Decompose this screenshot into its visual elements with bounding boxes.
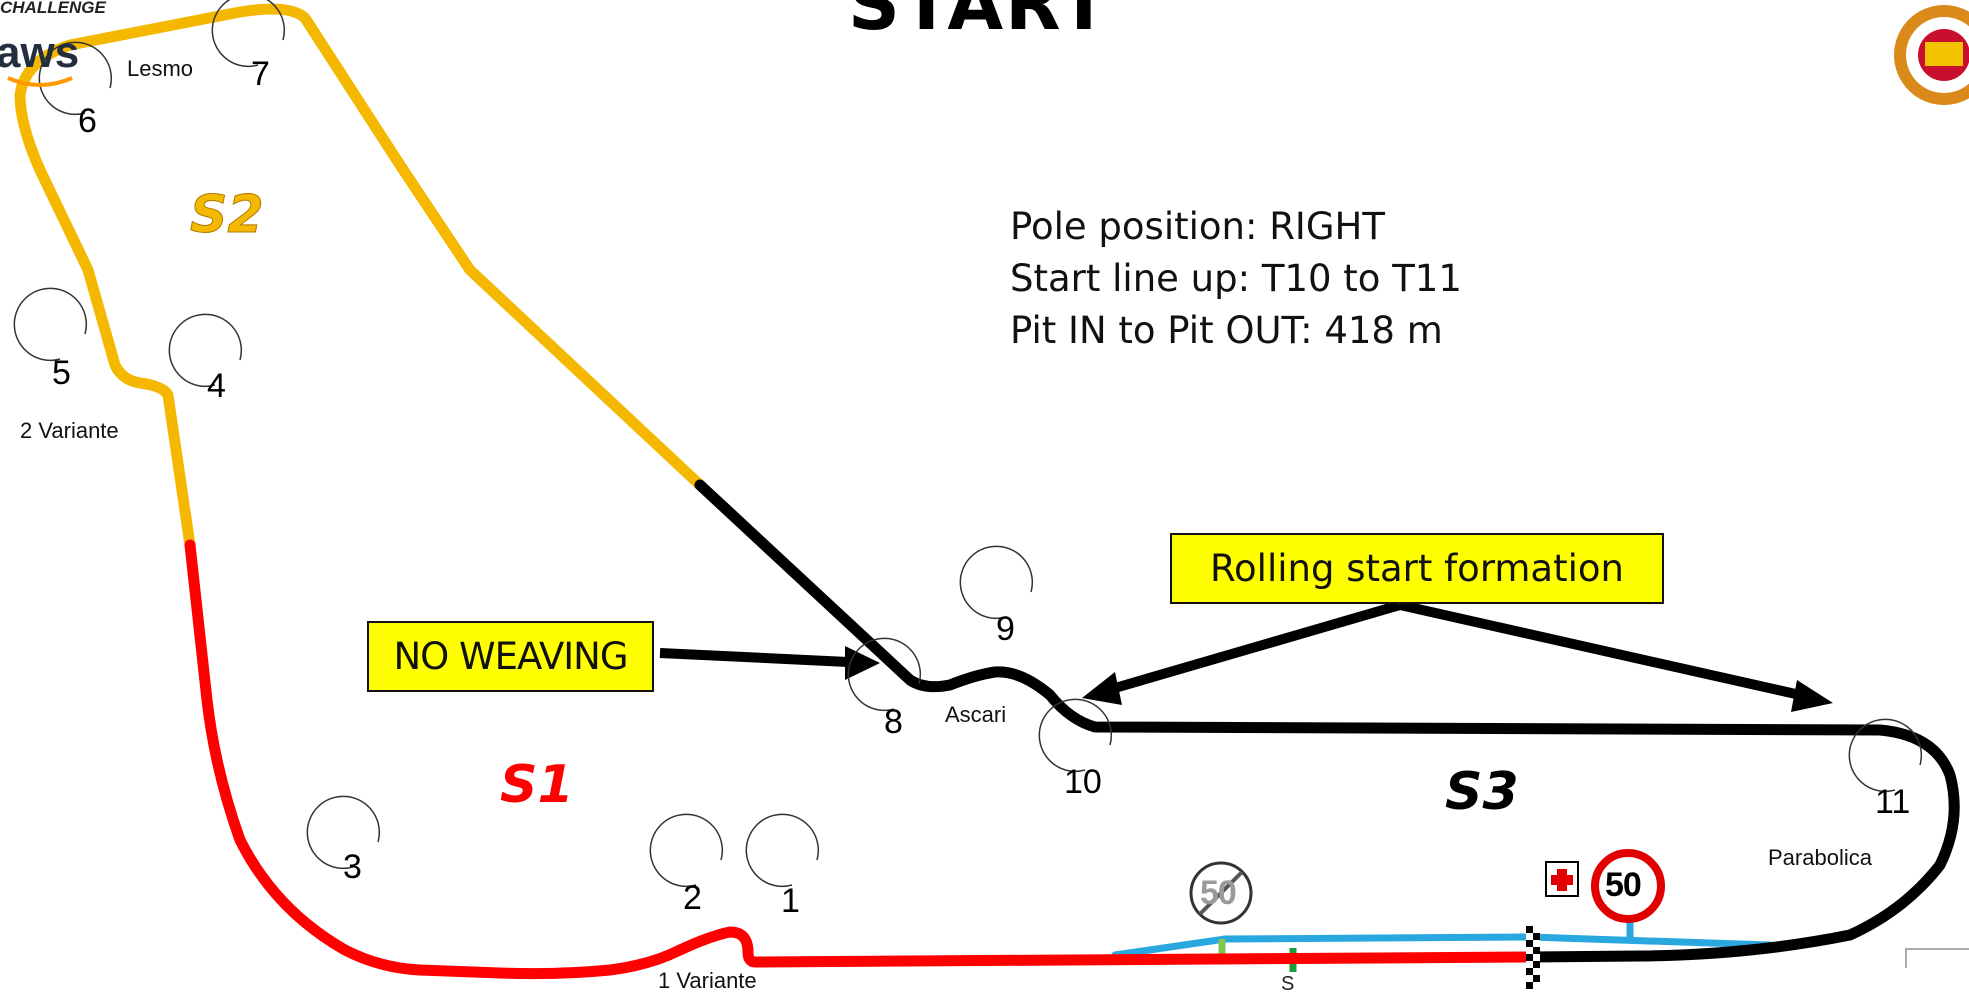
aws-smile-icon — [7, 76, 73, 87]
turn-number-10: 10 — [1064, 763, 1102, 801]
track-sector-s1 — [184, 539, 1536, 980]
rolling-start-arrow-right — [1398, 600, 1833, 712]
corner-label-variante2: 2 Variante — [20, 418, 119, 443]
turn-number-11: 11 — [1875, 783, 1911, 821]
no-weaving-arrow — [659, 646, 880, 680]
no-weaving-callout: NO WEAVING — [367, 621, 654, 692]
turn-arcs — [13, 0, 1923, 888]
sector-label-s3: S3 — [1445, 762, 1519, 822]
racb-logo — [1894, 5, 1969, 105]
first-aid-icon — [1545, 861, 1579, 897]
no-weaving-label: NO WEAVING — [393, 635, 628, 678]
start-lineup-text: Start line up: T10 to T11 — [1010, 257, 1462, 300]
pit-distance-text: Pit IN to Pit OUT: 418 m — [1010, 309, 1443, 352]
turn-number-7: 7 — [251, 55, 270, 93]
speed-limit-value: 50 — [1605, 866, 1642, 904]
track-sector-s2 — [14, 3, 706, 551]
sector-label-s1: S1 — [500, 755, 574, 815]
turn-number-6: 6 — [78, 102, 97, 140]
rolling-start-label: Rolling start formation — [1210, 547, 1624, 590]
corner-label-ascari: Ascari — [945, 702, 1007, 727]
end-speed-limit-value: 50 — [1200, 874, 1237, 912]
turn-number-9: 9 — [996, 610, 1015, 648]
pit-marker-label: S — [1281, 973, 1295, 995]
track-sector-s3 — [694, 479, 1960, 963]
rolling-start-arrow-left — [1082, 600, 1402, 705]
turn-number-4: 4 — [207, 367, 226, 405]
pole-position-text: Pole position: RIGHT — [1010, 205, 1385, 248]
turn-number-1: 1 — [781, 882, 800, 920]
sector-label-s2: S2 — [190, 185, 265, 246]
turn-number-3: 3 — [343, 848, 362, 886]
start-finish-line — [1526, 926, 1540, 992]
corner-label-lesmo: Lesmo — [127, 56, 194, 81]
end-speed-limit-sign — [1189, 861, 1253, 925]
corner-label-variante1: 1 Variante — [658, 968, 757, 993]
pit-lane — [1111, 933, 1774, 959]
rolling-start-callout: Rolling start formation — [1170, 533, 1664, 604]
corner-label-parabolica: Parabolica — [1768, 845, 1872, 870]
aws-logo: aws — [0, 28, 80, 77]
page-title: START — [848, 0, 1111, 46]
challenge-label: CHALLENGE — [0, 0, 106, 17]
speed-limit-sign — [1591, 849, 1665, 923]
turn-number-5: 5 — [52, 354, 71, 392]
turn-number-2: 2 — [683, 879, 702, 917]
turn-number-8: 8 — [884, 703, 903, 741]
fanatec-logo — [1905, 948, 1969, 968]
